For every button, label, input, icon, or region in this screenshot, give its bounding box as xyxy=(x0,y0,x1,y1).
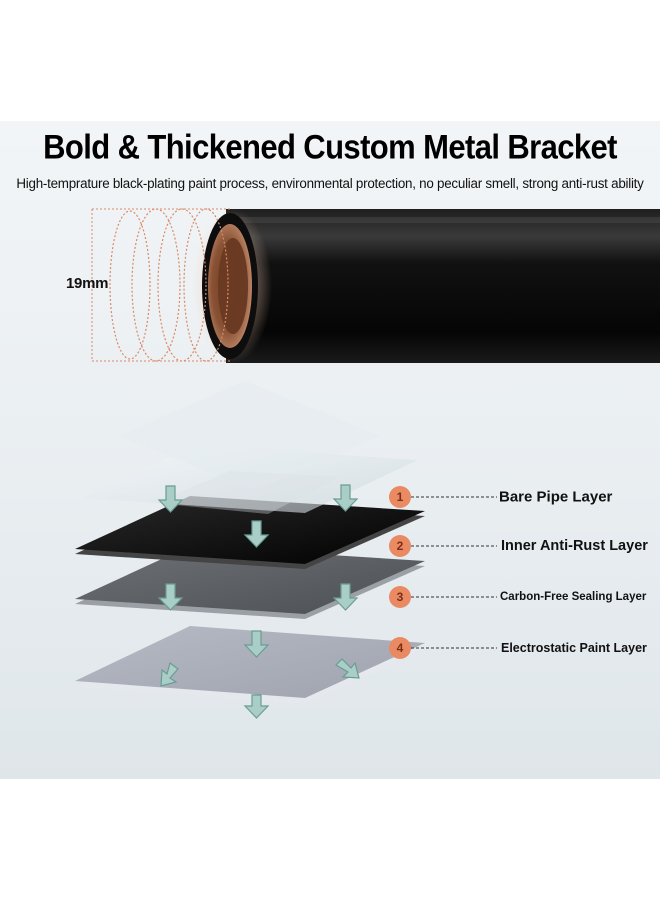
layer-4-plate xyxy=(75,626,425,704)
down-arrow-icon xyxy=(157,485,184,513)
page-title: Bold & Thickened Custom Metal Bracket xyxy=(43,127,617,167)
down-right-arrow-icon xyxy=(335,658,360,679)
arrow-icons xyxy=(157,484,360,719)
down-arrow-icon xyxy=(243,694,270,719)
leader-lines xyxy=(411,496,497,649)
down-left-arrow-icon xyxy=(160,661,179,687)
page-subtitle: High-temprature black-plating paint proc… xyxy=(16,176,644,191)
down-arrow-icon xyxy=(243,630,270,658)
product-infographic-panel: Bold & Thickened Custom Metal Bracket Hi… xyxy=(0,121,660,779)
layer-4-label: Electrostatic Paint Layer xyxy=(501,641,647,655)
down-arrow-icon xyxy=(332,484,359,512)
dimension-bracket xyxy=(91,208,232,362)
layer-3-number-badge: 3 xyxy=(389,586,411,608)
inner-glass-plate xyxy=(155,471,340,514)
down-arrow-icon xyxy=(332,583,359,611)
layer-1-number-badge: 1 xyxy=(389,486,411,508)
layer-2-number-badge: 2 xyxy=(389,535,411,557)
pipe-diameter-label: 19mm xyxy=(66,275,109,292)
black-pipe xyxy=(192,208,660,364)
layer-2-label: Inner Anti-Rust Layer xyxy=(501,538,648,554)
top-glass-plate xyxy=(120,381,380,491)
layer-3-label: Carbon-Free Sealing Layer xyxy=(500,591,647,603)
layer-1-label: Bare Pipe Layer xyxy=(499,488,613,506)
layer-4-number-badge: 4 xyxy=(389,637,411,659)
illustration xyxy=(75,208,660,719)
down-arrow-icon xyxy=(243,520,270,548)
down-arrow-icon xyxy=(157,583,184,611)
